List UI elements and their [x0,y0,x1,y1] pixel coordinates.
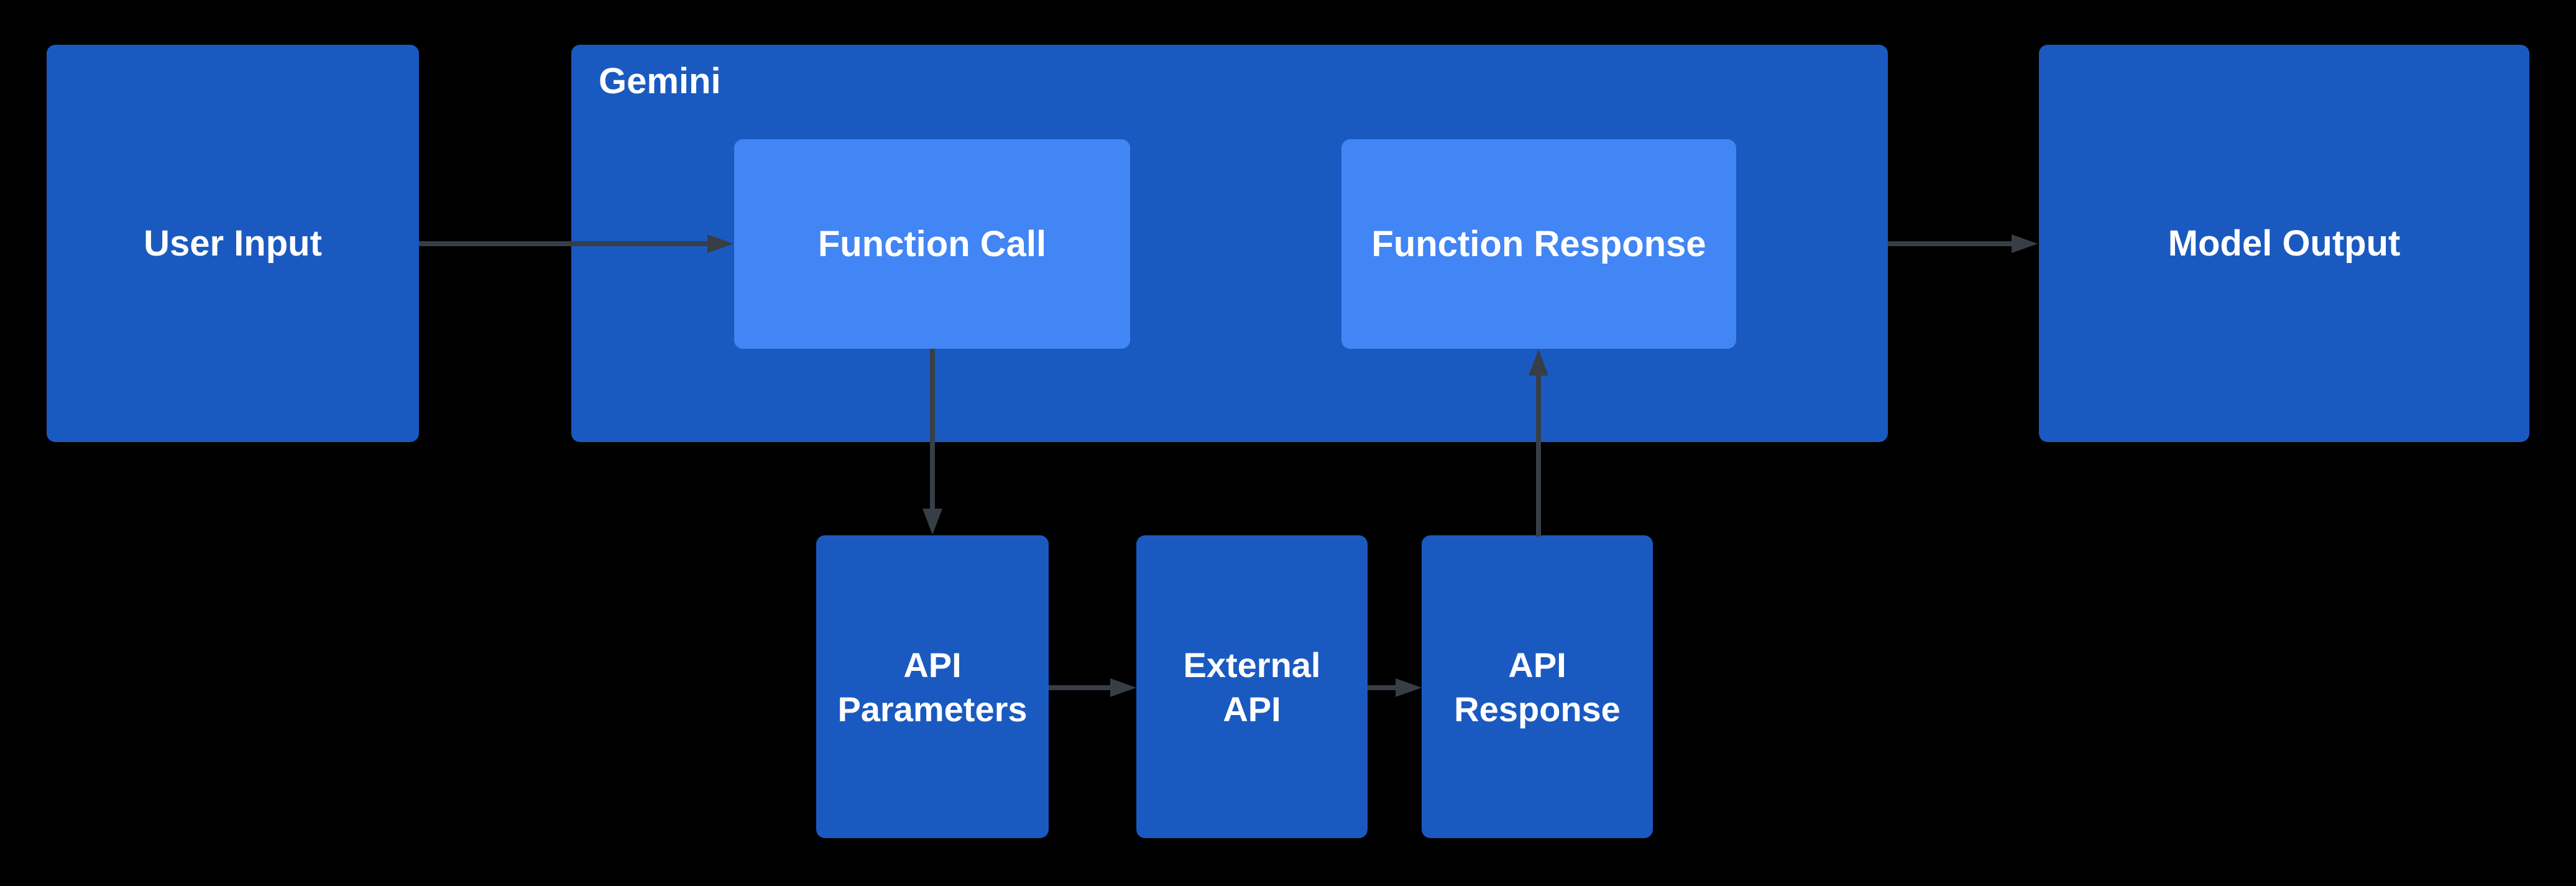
arrow-line [1888,241,2012,246]
arrow-head-right-icon [1110,678,1136,697]
arrow-head-up-icon [1529,349,1548,376]
arrow-line [1536,374,1541,537]
model-output-node: Model Output [2039,45,2529,442]
api-response-node: API Response [1422,535,1653,838]
arrow-head-right-icon [2012,234,2038,253]
api-response-label: API Response [1454,645,1621,729]
user-input-node: User Input [47,45,419,442]
arrow-head-right-icon [1396,678,1422,697]
arrow-line [930,349,935,509]
function-call-node: Function Call [734,139,1130,349]
api-parameters-node: API Parameters [816,535,1049,838]
function-call-label: Function Call [817,223,1047,264]
external-api-label: External API [1183,645,1321,729]
gemini-label: Gemini [599,61,721,101]
function-response-label: Function Response [1371,223,1706,264]
arrow-line [419,241,707,246]
function-response-node: Function Response [1341,139,1736,349]
user-input-label: User Input [144,223,322,264]
external-api-node: External API [1136,535,1368,838]
arrow-line [1368,685,1396,690]
api-parameters-label: API Parameters [837,645,1028,729]
model-output-label: Model Output [2168,223,2401,264]
arrow-head-down-icon [922,509,942,535]
arrow-head-right-icon [707,234,734,253]
arrow-line [1049,685,1110,690]
